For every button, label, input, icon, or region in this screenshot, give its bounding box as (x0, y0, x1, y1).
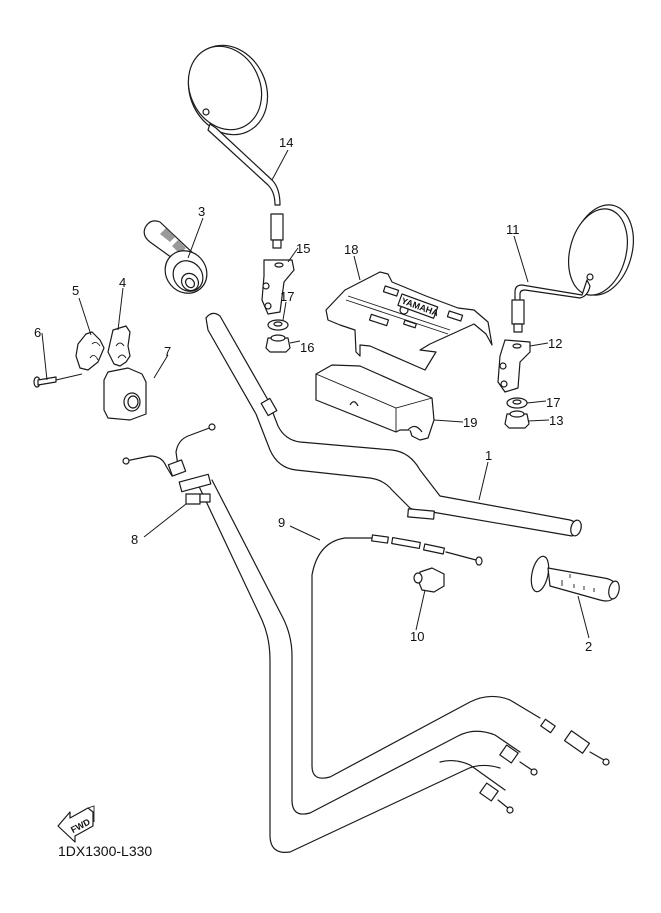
callout-18: 18 (344, 242, 358, 257)
fwd-arrow-icon: FWD (57, 805, 95, 843)
callout-2: 2 (585, 639, 592, 654)
handlebar-cover[interactable]: YAMAHA (325, 271, 493, 371)
callout-7: 7 (164, 344, 171, 359)
cable-fitting-3[interactable] (479, 782, 514, 814)
mirror-bracket-right[interactable] (261, 259, 295, 315)
callout-6: 6 (34, 325, 41, 340)
callout-17b: 17 (546, 395, 560, 410)
clutch-cable-end[interactable] (371, 534, 483, 566)
washer-left[interactable] (506, 397, 528, 409)
callout-16: 16 (300, 340, 314, 355)
callout-3: 3 (198, 204, 205, 219)
throttle-housing-upper[interactable] (107, 325, 131, 367)
nut-right[interactable] (265, 334, 291, 353)
callout-10: 10 (410, 629, 424, 644)
callouts: 1 2 3 4 5 6 7 8 9 10 11 12 13 14 15 16 1… (34, 135, 592, 654)
diagram-code: 1DX1300-L330 (58, 843, 152, 859)
grip-left[interactable] (528, 555, 620, 602)
callout-4: 4 (119, 275, 126, 290)
callout-15: 15 (296, 241, 310, 256)
callout-19: 19 (463, 415, 477, 430)
washer-right[interactable] (267, 319, 289, 331)
cable-adjuster[interactable] (413, 567, 445, 593)
leader-lines (41, 149, 590, 639)
throttle-grip[interactable] (143, 220, 215, 302)
callout-12: 12 (548, 336, 562, 351)
mirror-left[interactable] (511, 198, 643, 333)
cable-fitting-1[interactable] (540, 718, 610, 766)
callout-5: 5 (72, 283, 79, 298)
handlebar-pad[interactable] (315, 364, 435, 441)
callout-11: 11 (506, 222, 520, 237)
cable-fitting-2[interactable] (499, 744, 538, 776)
callout-1: 1 (485, 448, 492, 463)
handlebar-holder-cap[interactable] (103, 367, 147, 421)
screw[interactable] (33, 373, 83, 388)
mirror-bracket-left[interactable] (497, 339, 531, 393)
mirror-right[interactable] (174, 32, 284, 249)
callout-13: 13 (549, 413, 563, 428)
throttle-housing-lower[interactable] (75, 331, 105, 371)
callout-9: 9 (278, 515, 285, 530)
cable-routing (195, 479, 541, 853)
nut-left[interactable] (504, 410, 530, 429)
handlebar[interactable] (205, 312, 583, 537)
callout-14: 14 (279, 135, 293, 150)
throttle-cable-assembly[interactable] (122, 423, 216, 505)
callout-17a: 17 (280, 289, 294, 304)
callout-8: 8 (131, 532, 138, 547)
